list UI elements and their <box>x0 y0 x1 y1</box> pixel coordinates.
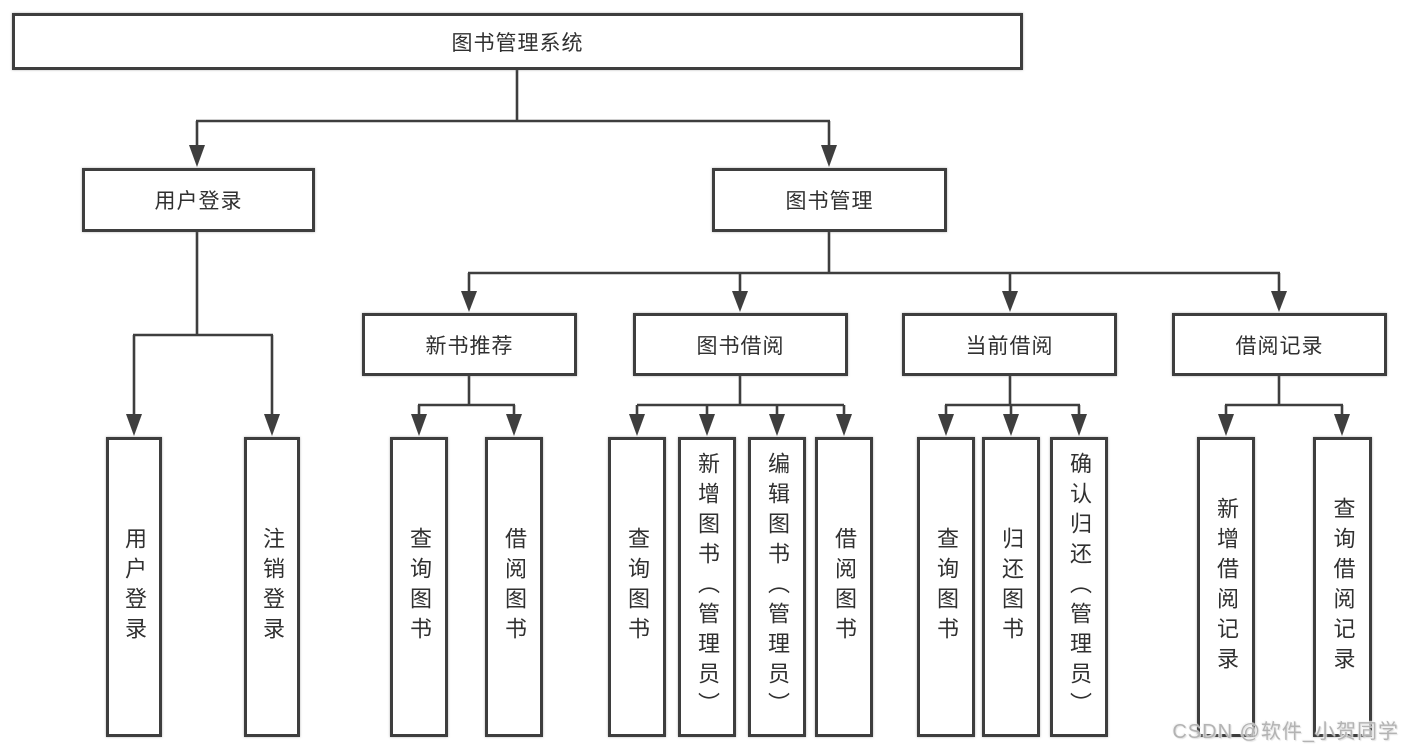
leaf-edit-books-admin: 编辑图书（管理员） <box>748 437 806 737</box>
leaf-logout: 注销登录 <box>244 437 300 737</box>
leaf-borrow-books-1-label: 借阅图书 <box>502 527 527 647</box>
node-library-system: 图书管理系统 <box>12 13 1023 70</box>
leaf-return-books: 归还图书 <box>982 437 1040 737</box>
node-user-login: 用户登录 <box>82 168 315 232</box>
leaf-borrow-books-1: 借阅图书 <box>485 437 543 737</box>
leaf-query-books-2: 查询图书 <box>608 437 666 737</box>
node-book-borrow: 图书借阅 <box>633 313 848 376</box>
node-borrow-records: 借阅记录 <box>1172 313 1387 376</box>
leaf-add-borrow-record: 新增借阅记录 <box>1197 437 1255 737</box>
leaf-query-books-2-label: 查询图书 <box>625 527 650 647</box>
leaf-add-books-admin-label: 新增图书（管理员） <box>695 452 720 722</box>
leaf-add-borrow-record-label: 新增借阅记录 <box>1214 497 1239 677</box>
leaf-user-login: 用户登录 <box>106 437 162 737</box>
leaf-query-borrow-record-label: 查询借阅记录 <box>1330 497 1356 677</box>
leaf-edit-books-admin-label: 编辑图书（管理员） <box>765 452 790 722</box>
leaf-query-books-1: 查询图书 <box>390 437 448 737</box>
csdn-watermark: CSDN @软件_小贺同学 <box>1172 721 1399 743</box>
leaf-borrow-books-2-label: 借阅图书 <box>832 527 857 647</box>
leaf-logout-label: 注销登录 <box>260 527 285 647</box>
leaf-query-books-3: 查询图书 <box>917 437 975 737</box>
leaf-query-borrow-record: 查询借阅记录 <box>1313 437 1372 737</box>
leaf-confirm-return-admin: 确认归还（管理员） <box>1050 437 1108 737</box>
node-current-borrow: 当前借阅 <box>902 313 1117 376</box>
leaf-user-login-label: 用户登录 <box>122 527 147 647</box>
leaf-add-books-admin: 新增图书（管理员） <box>678 437 736 737</box>
leaf-return-books-label: 归还图书 <box>999 527 1024 647</box>
leaf-query-books-1-label: 查询图书 <box>407 527 432 647</box>
leaf-borrow-books-2: 借阅图书 <box>815 437 873 737</box>
node-book-management: 图书管理 <box>712 168 947 232</box>
leaf-query-books-3-label: 查询图书 <box>934 527 959 647</box>
leaf-confirm-return-admin-label: 确认归还（管理员） <box>1067 452 1092 722</box>
node-new-book-recommend: 新书推荐 <box>362 313 577 376</box>
